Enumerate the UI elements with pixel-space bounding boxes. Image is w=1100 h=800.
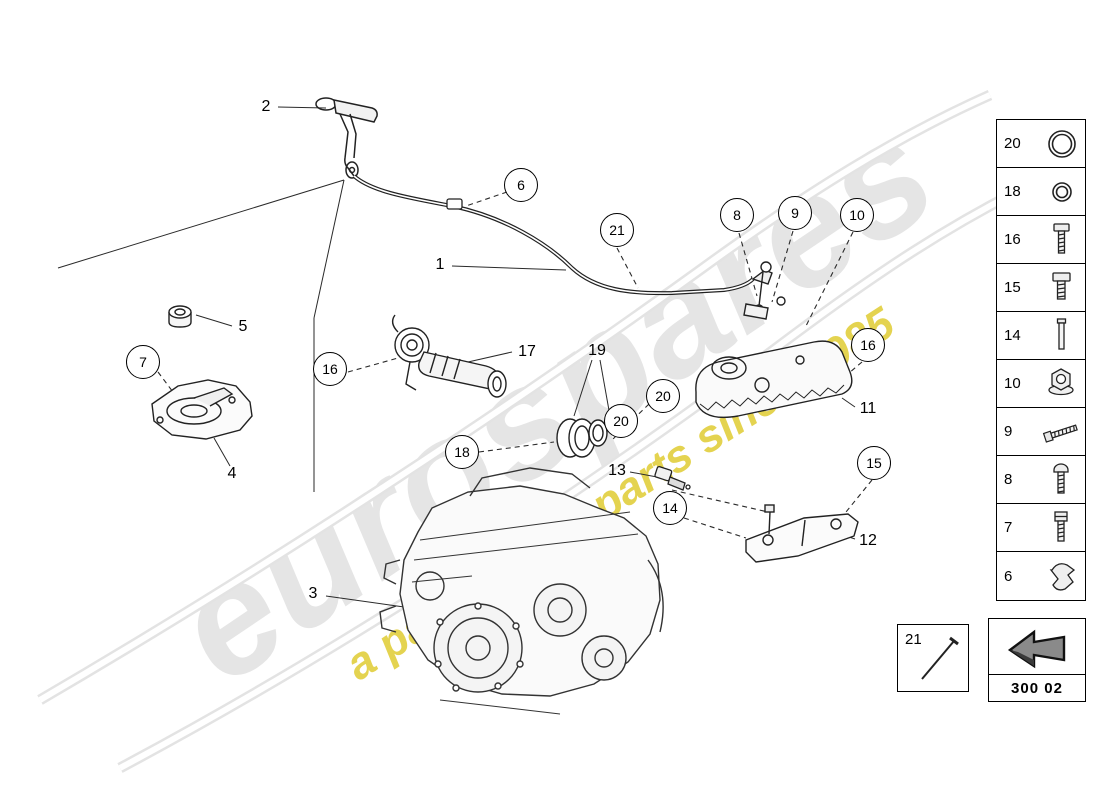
- sidebar-part-14[interactable]: 14: [997, 312, 1085, 360]
- sidebar-part-10[interactable]: 10: [997, 360, 1085, 408]
- long-screw-icon: [1042, 411, 1080, 453]
- callout-6: 6: [504, 168, 538, 202]
- callout-11: 11: [859, 400, 877, 417]
- callout-20: 20: [604, 404, 638, 438]
- part-number: 18: [1004, 183, 1021, 200]
- callout-15: 15: [857, 446, 891, 480]
- part-release-cable: [352, 174, 786, 320]
- callout-12: 12: [859, 532, 877, 549]
- callout-7: 7: [126, 345, 160, 379]
- sidebar-part-16[interactable]: 16: [997, 216, 1085, 264]
- callout-19: 19: [588, 342, 606, 359]
- callout-16: 16: [851, 328, 885, 362]
- back-arrow-icon: [989, 619, 1085, 675]
- sidebar-part-20[interactable]: 20: [997, 120, 1085, 168]
- part-support-bracket: [745, 504, 859, 563]
- sidebar-part-6[interactable]: 6: [997, 552, 1085, 600]
- part-gearbox: [379, 467, 664, 715]
- flange-nut-icon: [1042, 363, 1080, 405]
- part-21-box[interactable]: 21: [897, 624, 969, 692]
- callout-5: 5: [238, 318, 248, 335]
- callout-17: 17: [518, 343, 536, 360]
- part-cover-housing: [695, 340, 853, 419]
- sidebar-part-8[interactable]: 8: [997, 456, 1085, 504]
- callout-21: 21: [600, 213, 634, 247]
- hex-bolt-icon: [1042, 219, 1080, 261]
- part-number: 10: [1004, 375, 1021, 392]
- callout-3: 3: [308, 585, 318, 602]
- dome-screw-icon: [1042, 459, 1080, 501]
- callout-4: 4: [227, 465, 237, 482]
- sidebar-part-9[interactable]: 9: [997, 408, 1085, 456]
- page-code: 300 02: [1011, 679, 1063, 697]
- callout-16: 16: [313, 352, 347, 386]
- part-actuator: [391, 314, 507, 398]
- part-seals: [556, 418, 608, 458]
- callout-8: 8: [720, 198, 754, 232]
- part-number: 21: [905, 631, 922, 648]
- sidebar-part-7[interactable]: 7: [997, 504, 1085, 552]
- callout-2: 2: [261, 98, 271, 115]
- part-number: 20: [1004, 135, 1021, 152]
- short-bolt-icon: [1042, 267, 1080, 309]
- part-number: 6: [1004, 567, 1013, 585]
- part-number: 9: [1004, 423, 1013, 440]
- cheese-head-screw-icon: [1042, 507, 1080, 549]
- o-ring-large-icon: [1042, 123, 1080, 165]
- dowel-pin-icon: [1042, 315, 1080, 357]
- part-number: 8: [1004, 471, 1013, 488]
- callout-20: 20: [646, 379, 680, 413]
- background-swoosh: [37, 89, 1033, 773]
- callout-14: 14: [653, 491, 687, 525]
- part-number: 15: [1004, 279, 1021, 296]
- part-bushing: [168, 305, 192, 328]
- callout-13: 13: [608, 462, 626, 479]
- part-number: 14: [1004, 327, 1021, 344]
- leader-lines-solid: [57, 106, 856, 608]
- callout-1: 1: [435, 256, 445, 273]
- callout-18: 18: [445, 435, 479, 469]
- sidebar-part-15[interactable]: 15: [997, 264, 1085, 312]
- sidebar-part-18[interactable]: 18: [997, 168, 1085, 216]
- callout-10: 10: [840, 198, 874, 232]
- retaining-clip-icon: [1042, 555, 1080, 597]
- o-ring-small-icon: [1042, 171, 1080, 213]
- callout-9: 9: [778, 196, 812, 230]
- cotter-pin-icon: [921, 636, 959, 680]
- part-cam-bracket: [151, 379, 253, 440]
- part-number: 7: [1004, 519, 1013, 536]
- part-release-lever: [315, 97, 378, 179]
- parts-list-sidebar: 20 18 16 15 14: [996, 119, 1086, 601]
- page-code-box: 300 02: [988, 618, 1086, 702]
- part-sensor: [654, 465, 691, 491]
- part-number: 16: [1004, 231, 1021, 248]
